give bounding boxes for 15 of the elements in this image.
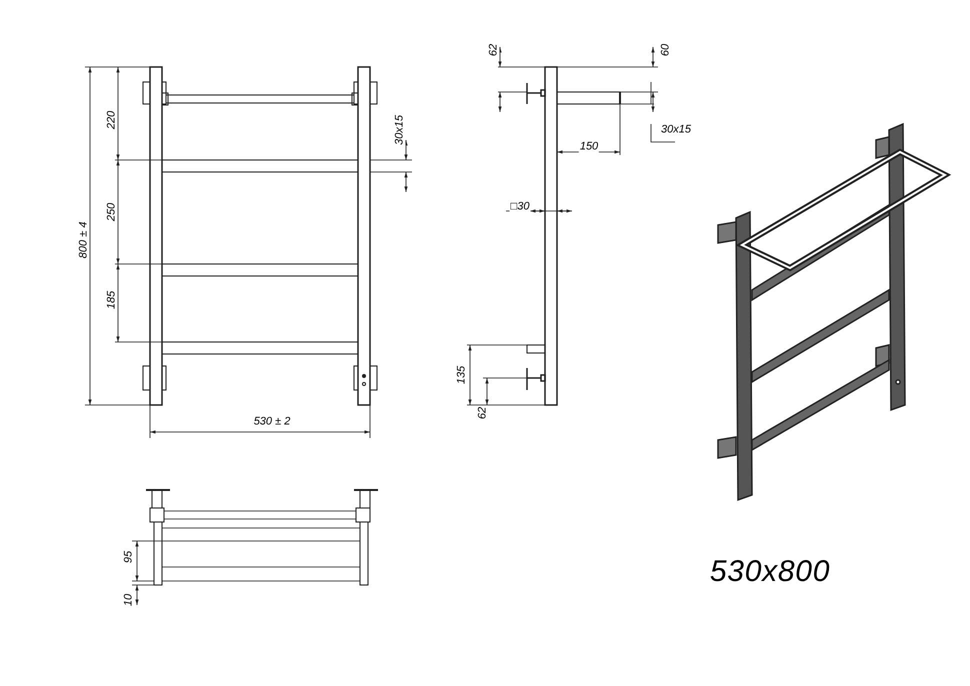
dimension-label: 185	[106, 290, 118, 310]
dimension-label: 30x15	[660, 124, 692, 136]
dimension-label: 220	[106, 110, 118, 130]
dimension-label: 95	[124, 550, 134, 564]
dimension-label: 62	[478, 406, 488, 420]
dimension-label: 530 ± 2	[252, 416, 292, 428]
dimension-label: 60	[660, 42, 672, 58]
dimension-label: □30	[510, 202, 530, 212]
dimension-label: 62	[488, 42, 500, 58]
dimension-label: 30x15	[394, 114, 406, 146]
dimension-label: 10	[124, 592, 134, 608]
dimension-label: 250	[106, 202, 118, 222]
dimension-label: 150	[578, 142, 600, 152]
dimension-label: 800 ± 4	[78, 220, 90, 260]
dimension-label: 135	[456, 364, 468, 386]
